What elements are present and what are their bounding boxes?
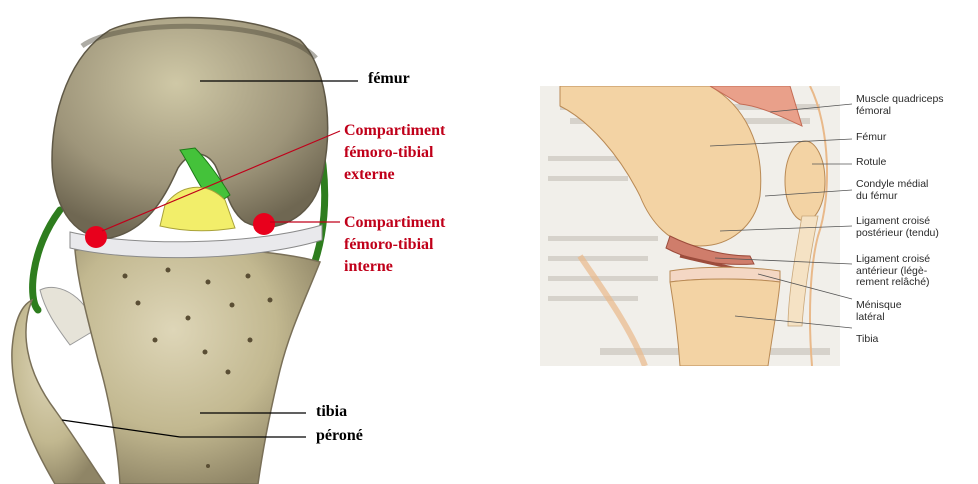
label-line: fémoro-tibial [344, 142, 445, 164]
label-line: Muscle quadriceps [856, 94, 944, 106]
label-line: interne [344, 256, 445, 278]
label-line: latéral [856, 312, 902, 324]
label-line: Ménisque [856, 300, 902, 312]
label-lca: Ligament croisé antérieur (légè- rement … [856, 254, 930, 289]
label-line: fémoro-tibial [344, 234, 445, 256]
label-line: Compartiment [344, 120, 445, 142]
label-line: rement relâché) [856, 277, 930, 289]
label-line: Condyle médial [856, 179, 928, 191]
label-line: postérieur (tendu) [856, 228, 939, 240]
label-line: Ligament croisé [856, 216, 939, 228]
label-tibia-right: Tibia [856, 334, 878, 346]
internal-compartment-marker [253, 213, 275, 235]
label-femur-right: Fémur [856, 132, 886, 144]
tibia-bone [75, 247, 320, 484]
sagittal-tibia [670, 279, 780, 366]
label-line: fémoral [856, 106, 944, 118]
label-line: Compartiment [344, 212, 445, 234]
label-condyle: Condyle médial du fémur [856, 179, 928, 202]
external-compartment-marker [85, 226, 107, 248]
label-external-compartment: Compartiment fémoro-tibial externe [344, 120, 445, 186]
knee-sagittal-diagram: Muscle quadriceps fémoral Fémur Rotule C… [540, 86, 978, 366]
label-line: Tibia [856, 334, 878, 346]
label-line: du fémur [856, 191, 928, 203]
label-line: Rotule [856, 157, 886, 169]
label-tibia: tibia [316, 403, 347, 421]
label-line: Fémur [856, 132, 886, 144]
label-quadriceps: Muscle quadriceps fémoral [856, 94, 944, 117]
knee-front-diagram: fémur Compartiment fémoro-tibial externe… [0, 0, 500, 484]
label-line: externe [344, 164, 445, 186]
label-rotule: Rotule [856, 157, 886, 169]
label-menisque: Ménisque latéral [856, 300, 902, 323]
label-lcp: Ligament croisé postérieur (tendu) [856, 216, 939, 239]
label-perone: péroné [316, 427, 363, 445]
label-femur: fémur [368, 70, 410, 88]
label-internal-compartment: Compartiment fémoro-tibial interne [344, 212, 445, 278]
sagittal-patella [785, 141, 825, 221]
label-line: Ligament croisé [856, 254, 930, 266]
